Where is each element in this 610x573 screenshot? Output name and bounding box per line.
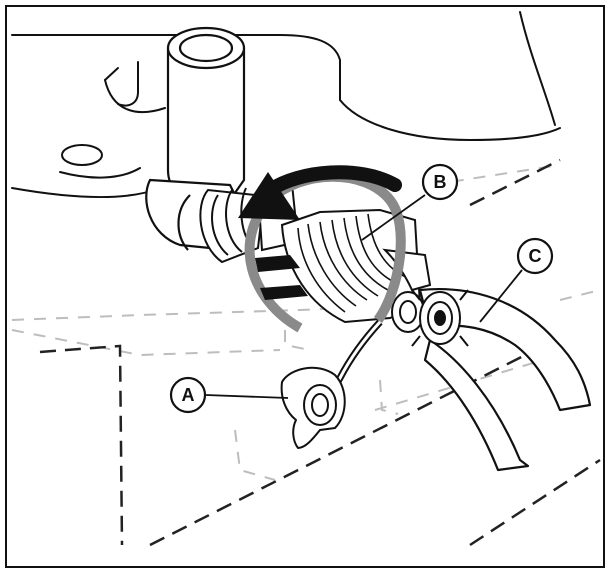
leader-a — [205, 394, 289, 399]
callout-c: C — [516, 237, 554, 275]
callout-b: B — [421, 163, 459, 201]
leader-lines — [205, 194, 523, 399]
hose — [418, 288, 592, 472]
callout-a-circle — [169, 376, 207, 414]
coupler-body — [280, 208, 432, 333]
leader-b — [361, 194, 426, 241]
hose-nut — [411, 289, 469, 347]
callout-a: A — [169, 376, 207, 414]
floor-dashed-lines — [39, 158, 601, 547]
arrow-head-icon — [238, 172, 300, 220]
callout-c-label: C — [529, 246, 542, 266]
dust-cap — [280, 319, 383, 449]
tank-outline — [11, 11, 561, 198]
rotation-arrow — [238, 165, 406, 333]
callout-b-label: B — [434, 172, 447, 192]
frame-border — [5, 5, 605, 568]
callout-b-circle — [421, 163, 459, 201]
callout-a-label: A — [182, 385, 195, 405]
leader-c — [479, 269, 523, 323]
callout-c-circle — [516, 237, 554, 275]
